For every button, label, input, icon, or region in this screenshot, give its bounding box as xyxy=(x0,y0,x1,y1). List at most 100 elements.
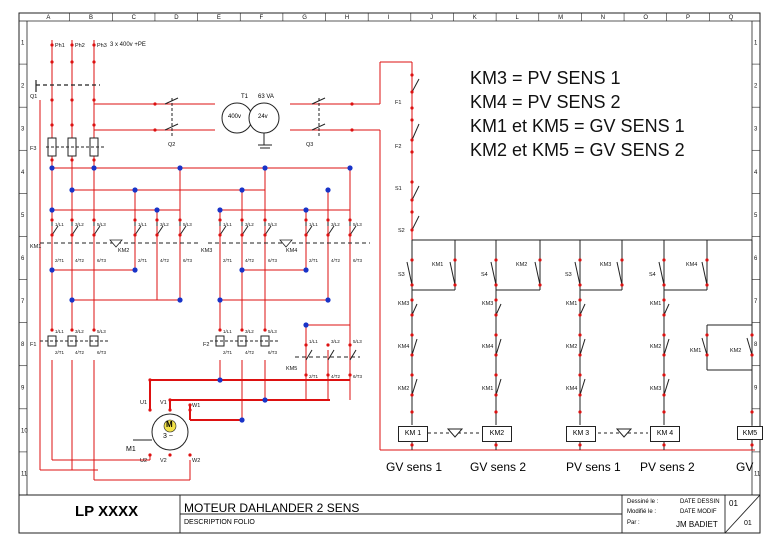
terminal-label-bottom: 2/T1 xyxy=(309,374,319,379)
terminal-dot xyxy=(578,373,582,377)
component-label: W1 xyxy=(192,403,200,409)
terminal-label-top: 1/L1 xyxy=(55,222,64,227)
terminal-label-top: 5/L3 xyxy=(353,222,362,227)
terminal-dot xyxy=(705,283,709,287)
terminal-label-bottom: 6/T3 xyxy=(268,258,278,263)
junction-dot xyxy=(325,297,331,303)
terminal-label-top: 1/L1 xyxy=(309,222,318,227)
terminal-label-top: 3/L2 xyxy=(245,329,254,334)
grid-column-label: D xyxy=(174,15,179,21)
terminal-dot xyxy=(155,218,159,222)
terminal-dot xyxy=(705,333,709,337)
terminal-dot xyxy=(218,328,222,332)
control-contact xyxy=(411,185,420,201)
component-label: KM1 xyxy=(432,262,443,268)
terminal-label-top: 1/L1 xyxy=(138,222,147,227)
junction-dot xyxy=(132,187,138,193)
junction-dot xyxy=(217,377,223,383)
component-label: W2 xyxy=(192,458,200,464)
terminal-dot xyxy=(168,453,172,457)
control-contact xyxy=(701,337,708,356)
terminal-dot xyxy=(188,403,192,407)
terminal-label-top: 5/L3 xyxy=(268,222,277,227)
author: JM BADIET xyxy=(676,520,718,529)
junction-dot xyxy=(303,322,309,328)
folio-total: 01 xyxy=(744,520,752,527)
diagram-subtitle: DESCRIPTION FOLIO xyxy=(184,519,255,526)
terminal-dot xyxy=(662,258,666,262)
power-contact xyxy=(241,225,249,236)
control-contact xyxy=(495,338,502,356)
junction-dot xyxy=(132,267,138,273)
caption-pv-sens-2: PV sens 2 xyxy=(640,460,695,474)
terminal-dot xyxy=(578,333,582,337)
grid-column-label: G xyxy=(302,15,307,21)
terminal-dot xyxy=(494,443,498,447)
control-contact xyxy=(495,303,502,316)
terminal-dot xyxy=(750,410,754,414)
component-label: KM3 xyxy=(650,386,661,392)
grid-row-label: 9 xyxy=(21,385,25,391)
interlock-symbol xyxy=(279,239,293,248)
control-contact xyxy=(579,303,586,316)
terminal-label-top: 5/L3 xyxy=(183,222,192,227)
component-label: KM2 xyxy=(118,248,129,254)
fuse-block-f3 xyxy=(46,137,104,157)
terminal-dot xyxy=(153,102,157,106)
self-hold-contact xyxy=(616,261,623,286)
terminal-dot xyxy=(50,218,54,222)
terminal-dot xyxy=(410,443,414,447)
junction-dot xyxy=(69,187,75,193)
self-hold-contact xyxy=(701,261,708,286)
grid-column-label: N xyxy=(601,15,605,21)
terminal-label-bottom: 2/T1 xyxy=(223,350,233,355)
terminal-dot xyxy=(410,373,414,377)
control-contact xyxy=(746,337,753,356)
junction-dot xyxy=(217,207,223,213)
terminal-label-bottom: 2/T1 xyxy=(309,258,319,263)
power-contact xyxy=(51,225,59,236)
pushbutton xyxy=(490,261,497,286)
terminal-label-bottom: 6/T3 xyxy=(268,350,278,355)
coil-km1: KM 1 xyxy=(398,426,428,442)
component-label: KM3 xyxy=(600,262,611,268)
terminal-dot xyxy=(750,333,754,337)
terminal-dot xyxy=(494,373,498,377)
terminal-dot xyxy=(50,43,54,47)
grid-row-label: 9 xyxy=(754,385,758,391)
coil-km5: KM5 xyxy=(737,426,763,440)
control-contact xyxy=(663,378,670,396)
power-contact xyxy=(156,225,164,236)
terminal-dot xyxy=(494,393,498,397)
grid-row-label: 3 xyxy=(21,127,25,133)
component-label: V1 xyxy=(160,400,167,406)
component-label: F2 xyxy=(395,144,401,150)
motor-symbol: M xyxy=(166,420,173,429)
power-contact xyxy=(305,225,313,236)
terminal-dot xyxy=(148,453,152,457)
terminal-dot xyxy=(133,218,137,222)
motor-m1 xyxy=(133,413,189,451)
pushbutton xyxy=(658,261,665,286)
terminal-dot xyxy=(155,233,159,237)
component-label: KM3 xyxy=(201,248,212,254)
power-contact xyxy=(349,349,357,361)
transformer-secondary: 24v xyxy=(258,114,268,120)
component-label: S4 xyxy=(649,272,656,278)
grid-row-label: 2 xyxy=(21,84,25,90)
terminal-dot xyxy=(410,410,414,414)
grid-row-label: 4 xyxy=(21,170,25,176)
terminal-dot xyxy=(326,373,330,377)
component-label: Q1 xyxy=(30,94,37,100)
component-label: KM5 xyxy=(286,366,297,372)
date-modified: DATE MODIF xyxy=(680,509,717,515)
power-contact xyxy=(134,225,142,236)
component-label: KM2 xyxy=(516,262,527,268)
transformer-t1 xyxy=(221,102,280,149)
terminal-dot xyxy=(620,283,624,287)
control-contact xyxy=(411,378,418,396)
terminal-dot xyxy=(218,233,222,237)
terminal-dot xyxy=(410,150,414,154)
terminal-label-top: 3/L2 xyxy=(331,339,340,344)
grid-column-label: E xyxy=(217,15,221,21)
